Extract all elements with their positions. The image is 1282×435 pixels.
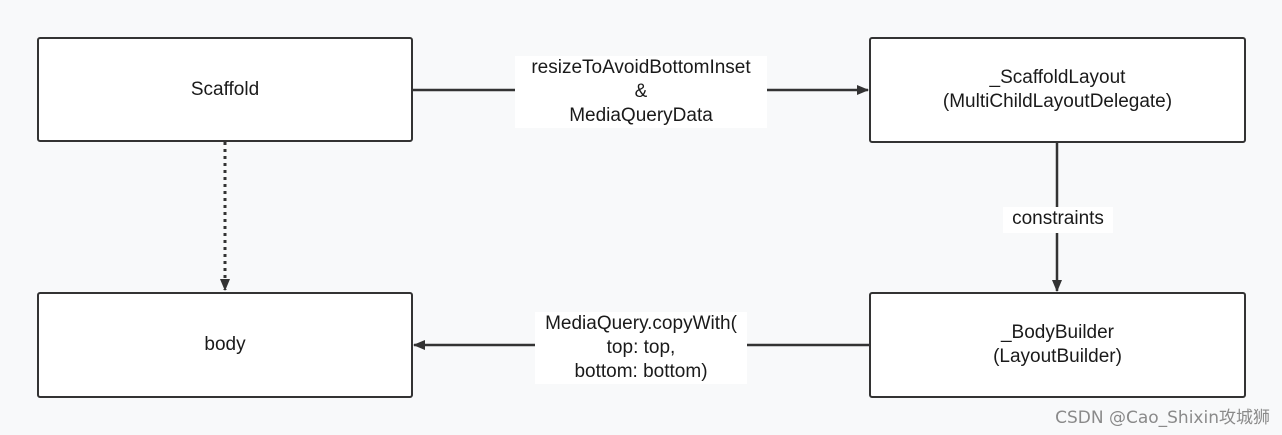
edge-label-mediaquery-line1: MediaQuery.copyWith( [545,313,737,334]
body-node: body [37,292,413,398]
edge-label-mediaquery-line3: bottom: bottom) [574,361,708,382]
edge-label-constraints-line1: constraints [1012,208,1104,229]
watermark: CSDN @Cao_Shixin攻城狮 [1055,408,1270,428]
scaffold-layout-node: _ScaffoldLayout (MultiChildLayoutDelegat… [869,37,1246,143]
body-builder-node-title: _BodyBuilder [1000,322,1115,343]
scaffold-layout-node-subtitle: (MultiChildLayoutDelegate) [942,91,1173,112]
body-node-label: body [204,334,246,355]
body-builder-node: _BodyBuilder (LayoutBuilder) [869,292,1246,398]
scaffold-node-label: Scaffold [190,78,260,100]
scaffold-layout-node-title: _ScaffoldLayout [989,67,1126,88]
edge-label-mediaquery: MediaQuery.copyWith( top: top, bottom: b… [535,312,747,384]
edge-label-resize-line2: & [634,81,648,102]
body-builder-node-subtitle: (LayoutBuilder) [993,346,1122,367]
edge-label-resize-line1: resizeToAvoidBottomInset [531,57,751,78]
edge-label-constraints: constraints [1003,207,1113,233]
edge-label-resize: resizeToAvoidBottomInset & MediaQueryDat… [515,56,767,128]
edge-label-resize-line3: MediaQueryData [569,105,713,126]
edge-label-mediaquery-line2: top: top, [606,337,676,358]
scaffold-node: Scaffold [37,37,413,142]
